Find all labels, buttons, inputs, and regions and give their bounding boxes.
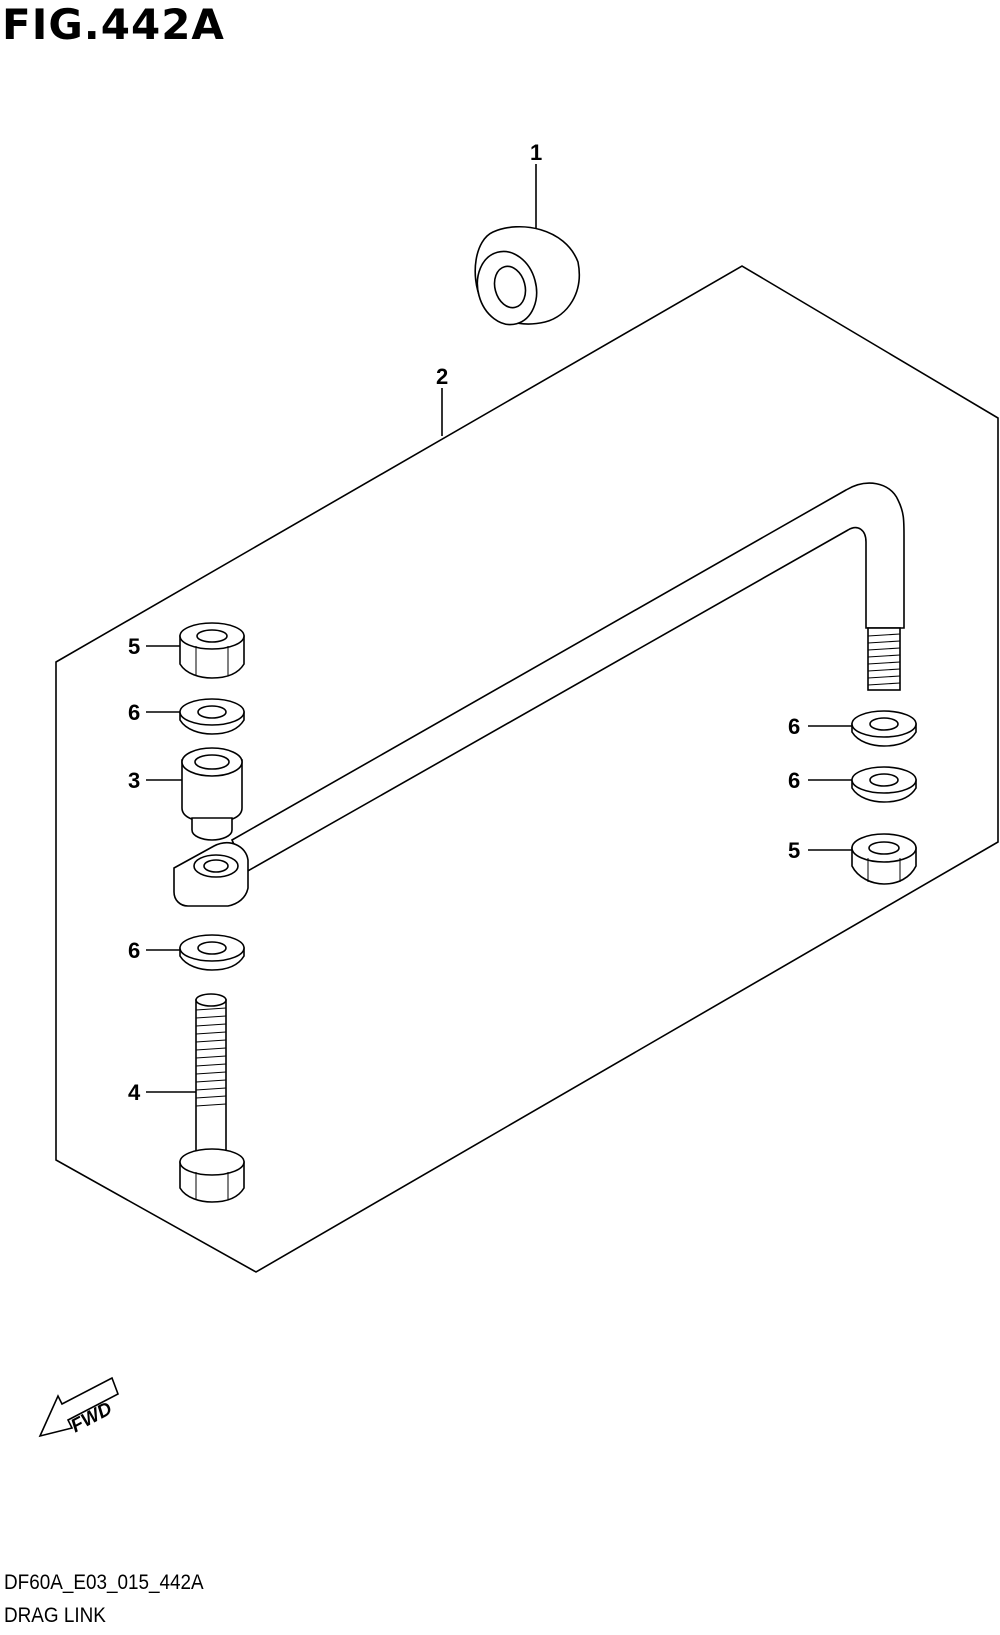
callout-4: 4 (128, 1080, 141, 1105)
part-6-washer-right-upper (851, 710, 917, 747)
callout-5-right: 5 (788, 838, 800, 863)
callout-2: 2 (436, 364, 448, 389)
figure-code: DF60A_E03_015_442A (4, 1571, 204, 1594)
figure-title: FIG.442A (2, 0, 225, 49)
part-5-nut-left (179, 622, 245, 679)
callout-6-right-upper: 6 (788, 714, 800, 739)
figure-name: DRAG LINK (4, 1604, 106, 1627)
callout-6-left-upper: 6 (128, 700, 140, 725)
callout-5-left: 5 (128, 634, 140, 659)
part-3-collar (181, 747, 243, 841)
callout-1: 1 (530, 140, 542, 165)
part-4-bolt (179, 993, 245, 1203)
assembly-outline (55, 265, 999, 1273)
part-6-washer-left-upper (179, 698, 245, 735)
part-6-washer-right-lower (851, 766, 917, 803)
leader-lines (146, 164, 852, 1093)
callout-3: 3 (128, 768, 140, 793)
part-2-drag-link-rod (173, 482, 905, 907)
callout-6-left-lower: 6 (128, 938, 140, 963)
callout-6-right-lower: 6 (788, 768, 800, 793)
part-5-nut-right (851, 833, 917, 885)
part-1-bushing (474, 225, 580, 326)
part-6-washer-left-lower (179, 934, 245, 971)
fwd-arrow-icon: FWD (38, 1376, 119, 1438)
